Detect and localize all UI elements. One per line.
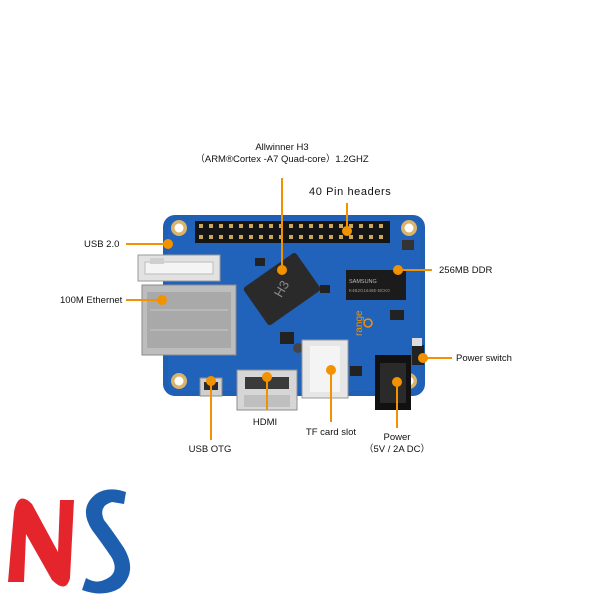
soc-marking: H3 [271, 278, 292, 300]
pin-header [195, 221, 390, 243]
power-label-line1: Power [383, 432, 411, 443]
ddr-brand: SAMSUNG [349, 279, 377, 285]
ddr-chip: SAMSUNG K4B2G1646E-BCK0 [346, 270, 406, 300]
power-switch-label: Power switch [456, 353, 512, 364]
usb-otg-label: USB OTG [188, 444, 232, 455]
soc-chip: H3 [243, 252, 321, 326]
tf-slot [301, 339, 349, 399]
ddr-label: 256MB DDR [439, 265, 493, 276]
soc-label-line2: （ARM®Cortex -A7 Quad-core）1.2GHZ [195, 154, 369, 165]
power-label-line2: （5V / 2A DC） [364, 444, 430, 455]
board-brand: range [354, 310, 365, 336]
ns-logo [8, 489, 131, 594]
ethernet-label: 100M Ethernet [60, 295, 123, 306]
soc-label-line1: Allwinner H3 [255, 142, 309, 153]
ethernet-port [141, 284, 237, 356]
usb2-port [137, 254, 221, 282]
pin-headers-label: 40 Pin headers [309, 186, 392, 198]
usb2-label: USB 2.0 [84, 239, 120, 250]
callouts [126, 178, 452, 440]
tf-card-label: TF card slot [305, 427, 357, 438]
ddr-part: K4B2G1646E-BCK0 [349, 288, 390, 293]
hdmi-label: HDMI [252, 417, 278, 428]
